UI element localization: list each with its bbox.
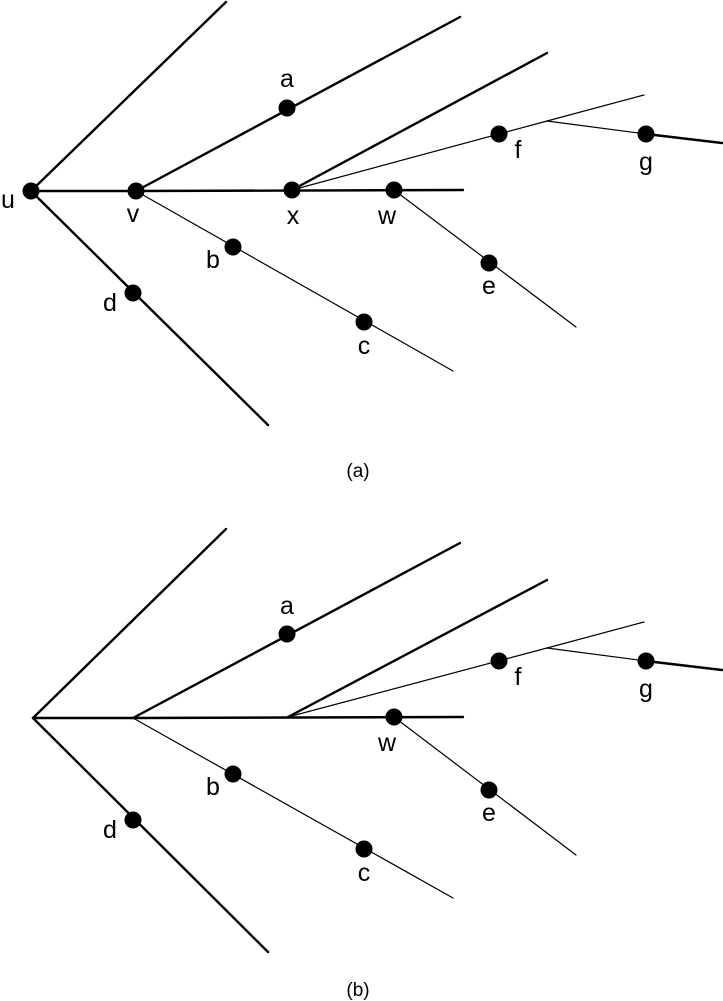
node-c <box>355 840 373 858</box>
label-v: v <box>127 200 140 228</box>
caption-a: (a) <box>346 461 369 482</box>
node-e <box>480 254 498 272</box>
label-e: e <box>482 799 496 827</box>
edge-root-d <box>31 716 270 954</box>
label-b: b <box>206 246 220 274</box>
edge-mid-w <box>131 715 465 720</box>
edge-f-up <box>546 94 645 122</box>
label-f: f <box>515 663 522 691</box>
node-a <box>278 99 296 117</box>
edge-g2-right <box>644 659 723 672</box>
edge-f-g <box>546 120 647 135</box>
node-f <box>490 125 508 143</box>
edge-f2-up <box>546 621 645 649</box>
label-b: b <box>206 773 220 801</box>
node-v <box>127 182 145 200</box>
label-d: d <box>103 816 117 844</box>
edge-root-up <box>31 527 228 720</box>
label-f: f <box>515 136 522 164</box>
label-d: d <box>103 289 117 317</box>
label-w: w <box>377 729 397 757</box>
edge-g-right <box>644 132 723 145</box>
node-b <box>224 238 242 256</box>
edge-f2-g <box>546 647 647 662</box>
edge-mid-a <box>131 541 462 720</box>
panel-b: a w b c d e f g (b) <box>31 527 723 1001</box>
label-u: u <box>1 186 15 214</box>
label-g: g <box>639 675 653 703</box>
edge-v-b-c <box>135 190 454 372</box>
edge-v-a <box>134 15 462 193</box>
label-e: e <box>482 272 496 300</box>
panel-a: u v a x w b c d e f g (a) <box>1 0 723 482</box>
label-a: a <box>280 65 294 93</box>
label-w: w <box>377 202 397 230</box>
node-g <box>637 125 655 143</box>
edge-x2-f <box>287 647 548 718</box>
node-u <box>22 182 40 200</box>
node-d <box>124 811 142 829</box>
label-a: a <box>280 592 294 620</box>
label-c: c <box>358 859 371 887</box>
node-b <box>224 765 242 783</box>
edge-x2-up <box>286 578 549 719</box>
caption-b: (b) <box>346 980 369 1001</box>
node-e <box>480 781 498 799</box>
edge-x-up <box>290 51 549 192</box>
label-x: x <box>287 202 300 230</box>
label-g: g <box>639 148 653 176</box>
node-g <box>637 652 655 670</box>
node-w <box>385 181 403 199</box>
node-f <box>490 652 508 670</box>
node-d <box>124 284 142 302</box>
node-c <box>355 313 373 331</box>
node-x <box>283 181 301 199</box>
edge-mid-b-c <box>132 717 454 899</box>
edge-u-d <box>29 189 270 427</box>
edge-x-f <box>291 120 548 191</box>
edge-u-up <box>29 0 228 193</box>
node-w <box>385 708 403 726</box>
node-a <box>278 625 296 643</box>
label-c: c <box>358 332 371 360</box>
